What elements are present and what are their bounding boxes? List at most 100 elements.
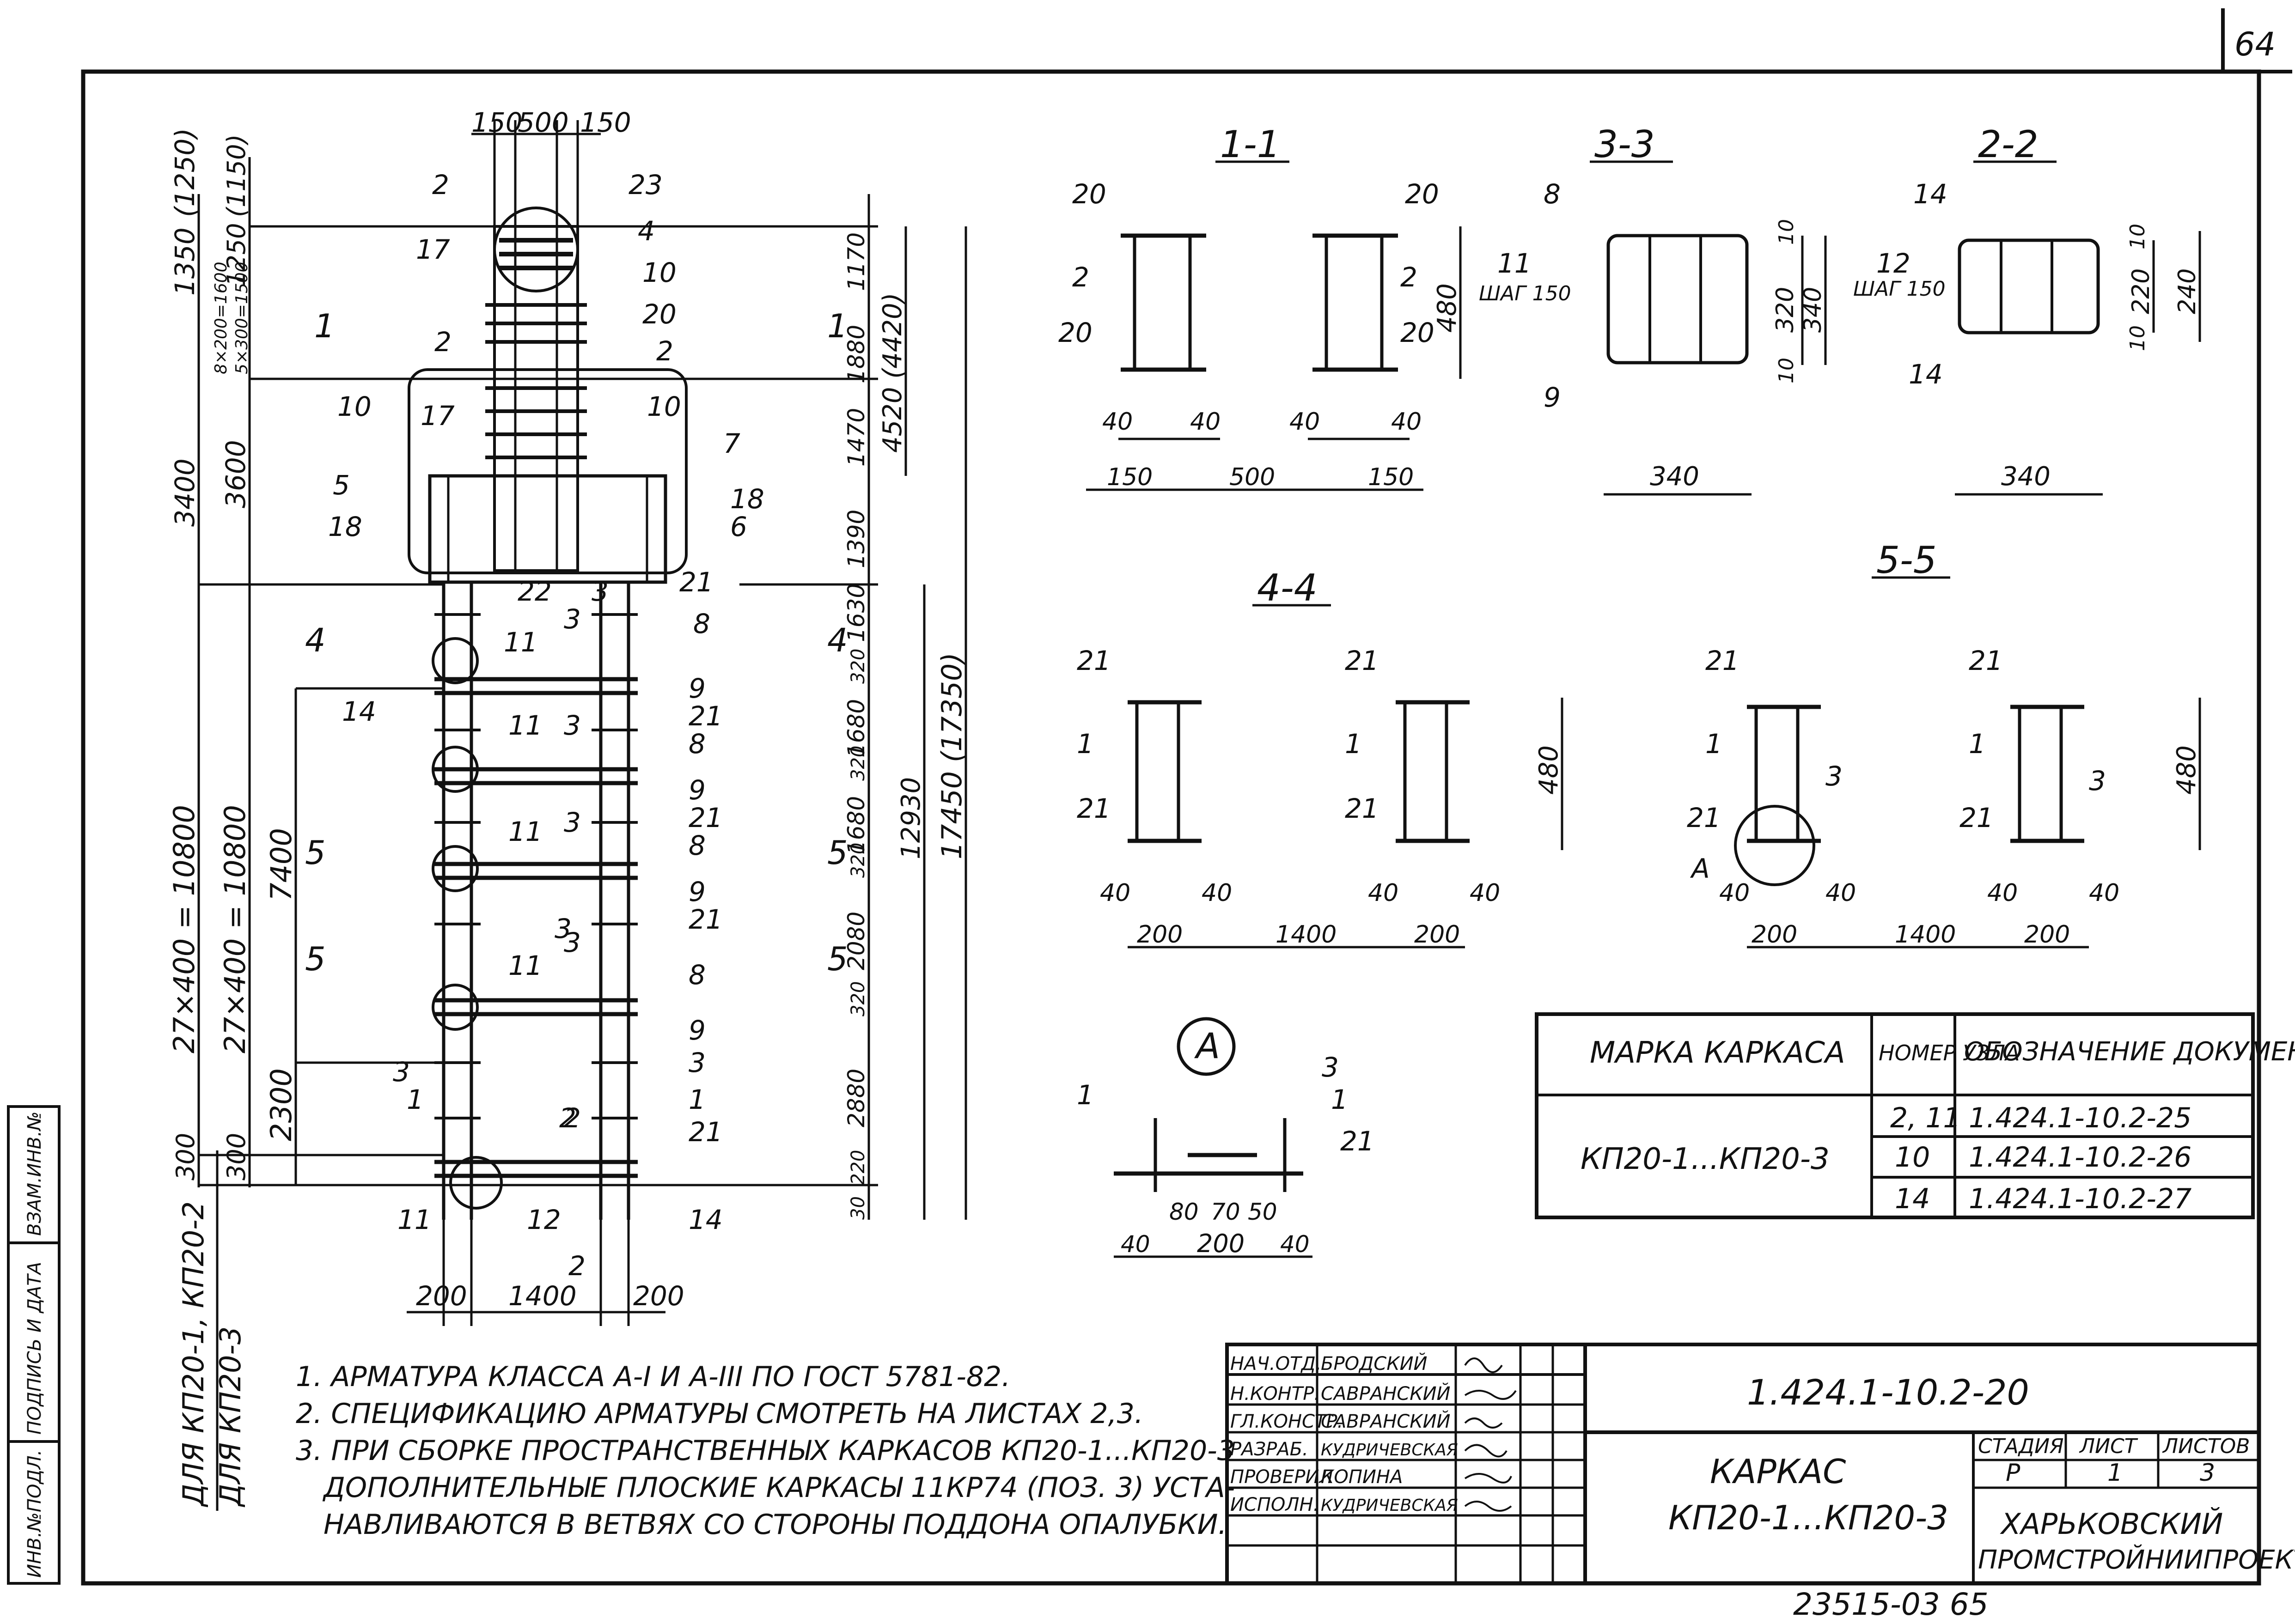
- right-dim-13: 220: [848, 1150, 869, 1185]
- pos-label: 11: [504, 626, 538, 658]
- dim: 340: [1799, 287, 1827, 333]
- tb-role: ИСПОЛН.: [1230, 1494, 1319, 1515]
- pos-label: 9: [689, 876, 706, 907]
- tb-org-line1: ХАРЬКОВСКИЙ: [2000, 1507, 2223, 1541]
- section-mark: 3: [564, 807, 581, 838]
- dim: 150: [1107, 463, 1153, 491]
- dim: 480: [1534, 745, 1564, 795]
- label-for-kp20-1-2: ДЛЯ КП20-1, КП20-2: [177, 1201, 210, 1508]
- section-mark: 3: [564, 927, 581, 958]
- tb-name: КУДРИЧЕВСКАЯ: [1321, 1441, 1458, 1460]
- label: 12: [1876, 248, 1910, 279]
- dim: 240: [2173, 268, 2201, 314]
- dim: 200: [1197, 1229, 1245, 1258]
- label-for-kp20-3: ДЛЯ КП20-3: [214, 1326, 247, 1508]
- tb-sheets-label: ЛИСТОВ: [2162, 1435, 2250, 1458]
- label: 21: [1345, 793, 1379, 824]
- label: 9: [1544, 382, 1561, 413]
- dim: 500: [1229, 463, 1275, 491]
- pos-label: 8: [693, 608, 710, 639]
- left-dim-outer-3: 27×400 = 10800: [167, 805, 201, 1053]
- tb-role: РАЗРАБ.: [1230, 1439, 1308, 1460]
- dim: 480: [2172, 745, 2202, 795]
- section-mark: 4: [305, 621, 326, 659]
- tb-name: КОПИНА: [1321, 1466, 1403, 1488]
- pos-label: 21: [689, 904, 723, 935]
- dim: 40: [1289, 408, 1320, 436]
- left-margin-stamp: ИНВ.№ПОДЛ. ПОДПИСЬ И ДАТА ВЗАМ.ИНВ.№ ДЛЯ…: [7, 1105, 247, 1585]
- right-dim-7: 320: [848, 746, 869, 781]
- label: 14: [1909, 359, 1943, 390]
- label: 21: [1959, 802, 1994, 833]
- tb-doc-code: 1.424.1-10.2-20: [1747, 1372, 2029, 1413]
- top-dim-0: 150: [471, 107, 523, 138]
- label: 21: [1077, 793, 1111, 824]
- pos-label: 1: [689, 1084, 706, 1115]
- right-dim-0: 1170: [843, 232, 870, 291]
- dim: 150: [1368, 463, 1414, 491]
- tb-sheets: 3: [2200, 1459, 2215, 1487]
- label: 21: [1345, 645, 1379, 676]
- left-dim-outer-0: (1250): [169, 128, 201, 217]
- note-line: 1. АРМАТУРА КЛАССА А-I И А-III ПО ГОСТ 5…: [296, 1361, 1010, 1393]
- dim: 40: [1190, 408, 1221, 436]
- label: ШАГ 150: [1853, 277, 1946, 301]
- section-2-2: 2-2 14 12 ШАГ 150 14 10 220 240 10 340: [1853, 123, 2201, 496]
- label: 1: [1345, 728, 1362, 760]
- pos-label: 3: [555, 913, 572, 944]
- right-dim-3: 1390: [843, 510, 870, 568]
- tb-org-line2: ПРОМСТРОЙНИИПРОЕКТ: [1978, 1545, 2295, 1575]
- tb-name: КУДРИЧЕВСКАЯ: [1321, 1496, 1458, 1515]
- label: 20: [1072, 178, 1106, 210]
- table-row-node: 2, 11: [1890, 1102, 1961, 1134]
- pos-label: 12: [527, 1204, 561, 1235]
- section-mark: 4: [827, 621, 848, 659]
- dim: 40: [1102, 408, 1133, 436]
- top-dim-2: 150: [580, 107, 631, 138]
- right-dim-12: 2880: [843, 1069, 870, 1127]
- pos-label: 11: [508, 710, 543, 741]
- top-dim-1: 500: [518, 107, 569, 138]
- label: 21: [1340, 1125, 1374, 1157]
- table-mark-value: КП20-1...КП20-3: [1581, 1142, 1830, 1176]
- label: 2: [1400, 262, 1417, 293]
- right-total-2: 17450 (17350): [936, 652, 968, 859]
- right-total-1: 12930: [896, 777, 926, 859]
- left-dim-inner-4: 3600: [220, 440, 251, 508]
- dim: 40: [1987, 879, 2018, 907]
- dim: 40: [1202, 879, 1232, 907]
- pos-label: 7: [723, 428, 740, 459]
- sheet-frame: 64 23515-03 65: [81, 8, 2292, 1622]
- node-title: А: [1194, 1025, 1220, 1066]
- pos-label: 14: [689, 1204, 723, 1235]
- notes: 1. АРМАТУРА КЛАССА А-I И А-III ПО ГОСТ 5…: [296, 1361, 1235, 1541]
- label: 11: [1497, 248, 1532, 279]
- dim: 40: [1391, 408, 1422, 436]
- pos-label: 2: [432, 169, 449, 201]
- label: 20: [1405, 178, 1439, 210]
- pos-label: 20: [642, 298, 677, 330]
- pos-label: 8: [689, 728, 706, 760]
- section-mark: 5: [305, 834, 326, 872]
- pos-label: 17: [421, 400, 455, 432]
- stamp-cell-sign: ПОДПИСЬ И ДАТА: [24, 1262, 45, 1435]
- label: 14: [1913, 178, 1947, 210]
- pos-label: 22: [518, 576, 552, 607]
- section-title: 1-1: [1220, 123, 1281, 166]
- reference-table: МАРКА КАРКАСА НОМЕР УЗЛА ОБОЗНАЧЕНИЕ ДОК…: [1535, 1012, 2295, 1219]
- pos-label: 18: [730, 483, 764, 515]
- label: 1: [1077, 1079, 1094, 1111]
- stamp-cell-inv: ИНВ.№ПОДЛ.: [24, 1450, 45, 1578]
- left-dim-inner-5: 27×400 = 10800: [218, 805, 252, 1053]
- dim: 1400: [1276, 921, 1337, 949]
- section-title: 3-3: [1594, 123, 1655, 166]
- tb-role: НАЧ.ОТД.: [1230, 1353, 1321, 1375]
- dim: 10: [1775, 358, 1798, 383]
- pos-label: 2: [656, 335, 673, 367]
- pos-label: 4: [638, 215, 655, 247]
- label: 20: [1400, 317, 1434, 348]
- label: 1: [1331, 1084, 1348, 1115]
- pos-label: 10: [647, 391, 681, 422]
- table-header-mark: МАРКА КАРКАСА: [1590, 1036, 1845, 1070]
